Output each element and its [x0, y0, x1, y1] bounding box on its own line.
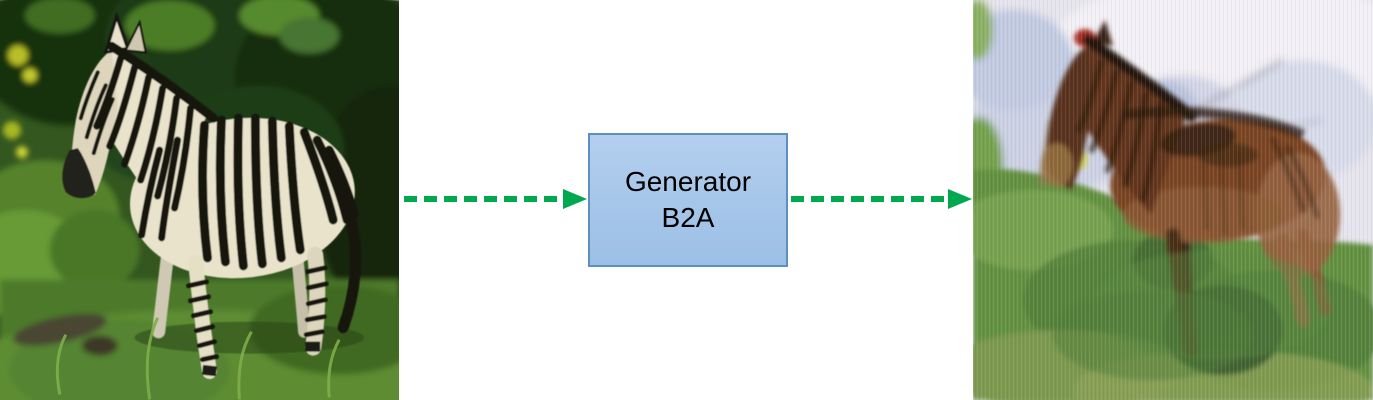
arrowhead-right-icon: [563, 189, 587, 209]
input-image-zebra: [0, 0, 399, 400]
zebra-stripes: [78, 54, 359, 363]
zebra-foreground-grass: [55, 317, 341, 400]
arrowhead-right-icon: [948, 189, 972, 209]
gan-grain-overlay: [973, 0, 1373, 400]
generator-box-label-line1: Generator: [624, 166, 752, 197]
arrow-generator-to-output: [791, 189, 972, 209]
zebra-figure: [62, 11, 365, 380]
generator-b2a-box: Generator B2A: [588, 133, 788, 267]
output-image-generated-horse: [973, 0, 1373, 400]
generator-box-label-line2: B2A: [661, 202, 715, 233]
zebra-photo-illustration: [0, 0, 399, 400]
generated-horse-illustration: [973, 0, 1373, 400]
arrow-input-to-generator: [404, 189, 587, 209]
